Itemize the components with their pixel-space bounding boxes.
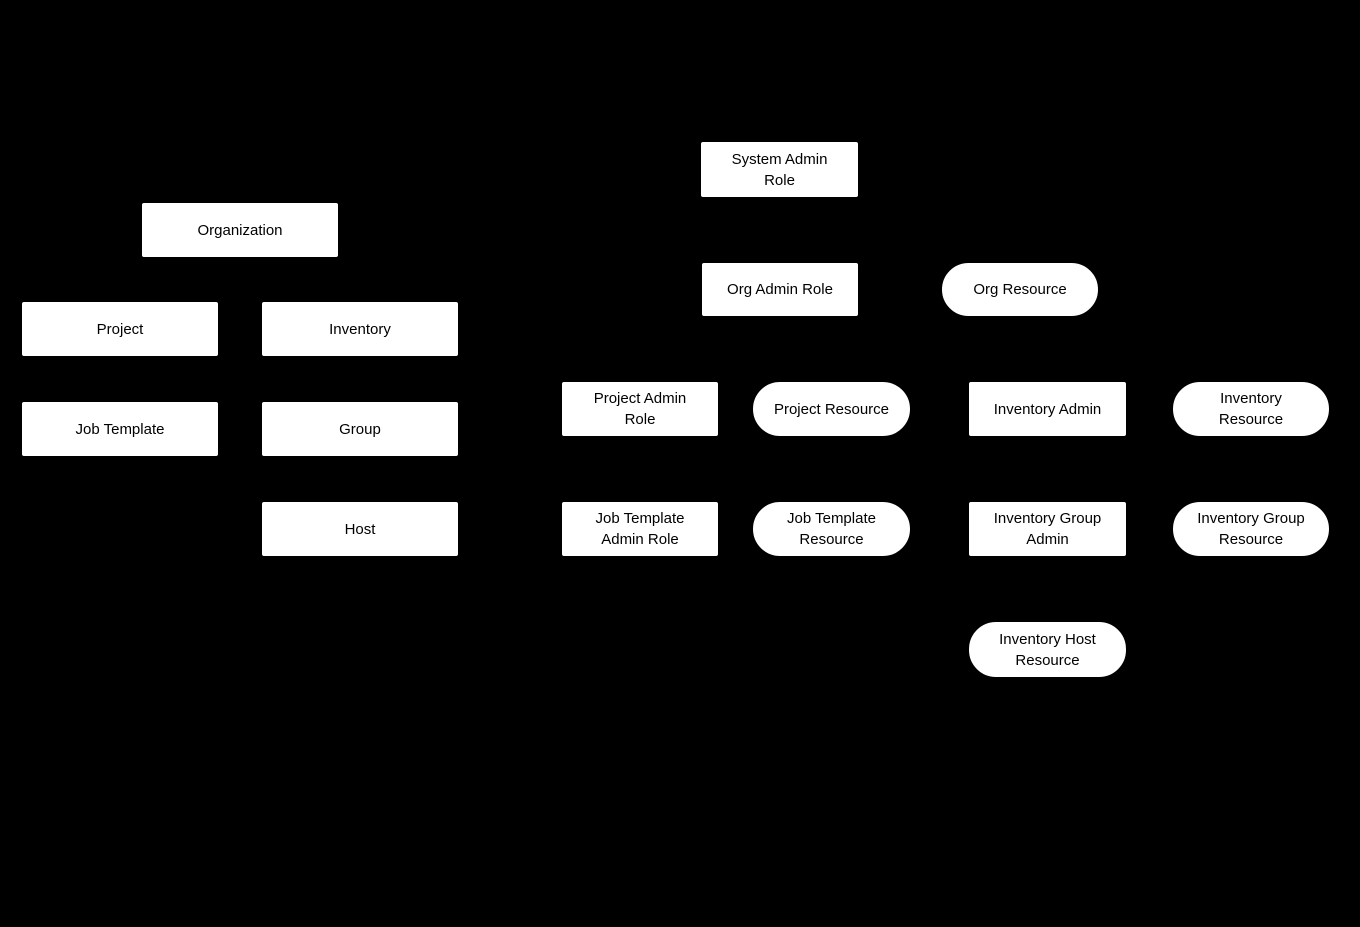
node-inventory-host-resource: Inventory Host Resource xyxy=(968,621,1127,678)
node-system-admin-role: System Admin Role xyxy=(700,141,859,198)
node-project-admin-role-label: Project Admin Role xyxy=(593,390,687,428)
node-inventory-admin-label: Inventory Admin xyxy=(993,400,1102,418)
node-inventory: Inventory xyxy=(261,301,459,357)
node-inventory-group-resource-label: Inventory Group Resource xyxy=(1197,510,1305,548)
node-inventory-resource-label: Inventory Resource xyxy=(1218,390,1284,428)
node-project-resource-label: Project Resource xyxy=(773,400,890,418)
node-group-label: Group xyxy=(339,420,381,438)
node-org-admin-role: Org Admin Role xyxy=(701,262,859,317)
node-job-template-admin-role: Job Template Admin Role xyxy=(561,501,719,557)
node-project-admin-role: Project Admin Role xyxy=(561,381,719,437)
node-system-admin-role-label: System Admin Role xyxy=(731,150,828,189)
node-inventory-label: Inventory xyxy=(329,320,391,338)
node-inventory-host-resource-label: Inventory Host Resource xyxy=(999,630,1096,669)
node-org-admin-role-label: Org Admin Role xyxy=(727,281,833,298)
node-inventory-admin: Inventory Admin xyxy=(968,381,1127,437)
node-job-template-resource-label: Job Template Resource xyxy=(787,510,876,548)
node-organization: Organization xyxy=(141,202,339,258)
node-project-label: Project xyxy=(96,320,144,338)
node-host-label: Host xyxy=(344,520,376,538)
node-inventory-resource: Inventory Resource xyxy=(1172,381,1330,437)
node-inventory-group-admin-label: Inventory Group Admin xyxy=(993,510,1102,548)
node-inventory-group-admin: Inventory Group Admin xyxy=(968,501,1127,557)
node-project-resource: Project Resource xyxy=(752,381,911,437)
node-job-template-admin-role-label: Job Template Admin Role xyxy=(595,510,685,548)
node-org-resource-label: Org Resource xyxy=(973,281,1067,298)
node-org-resource: Org Resource xyxy=(941,262,1099,317)
node-group: Group xyxy=(261,401,459,457)
node-project: Project xyxy=(21,301,219,357)
node-organization-label: Organization xyxy=(197,221,283,239)
node-job-template: Job Template xyxy=(21,401,219,457)
node-job-template-resource: Job Template Resource xyxy=(752,501,911,557)
node-host: Host xyxy=(261,501,459,557)
node-job-template-label: Job Template xyxy=(75,420,165,438)
node-inventory-group-resource: Inventory Group Resource xyxy=(1172,501,1330,557)
